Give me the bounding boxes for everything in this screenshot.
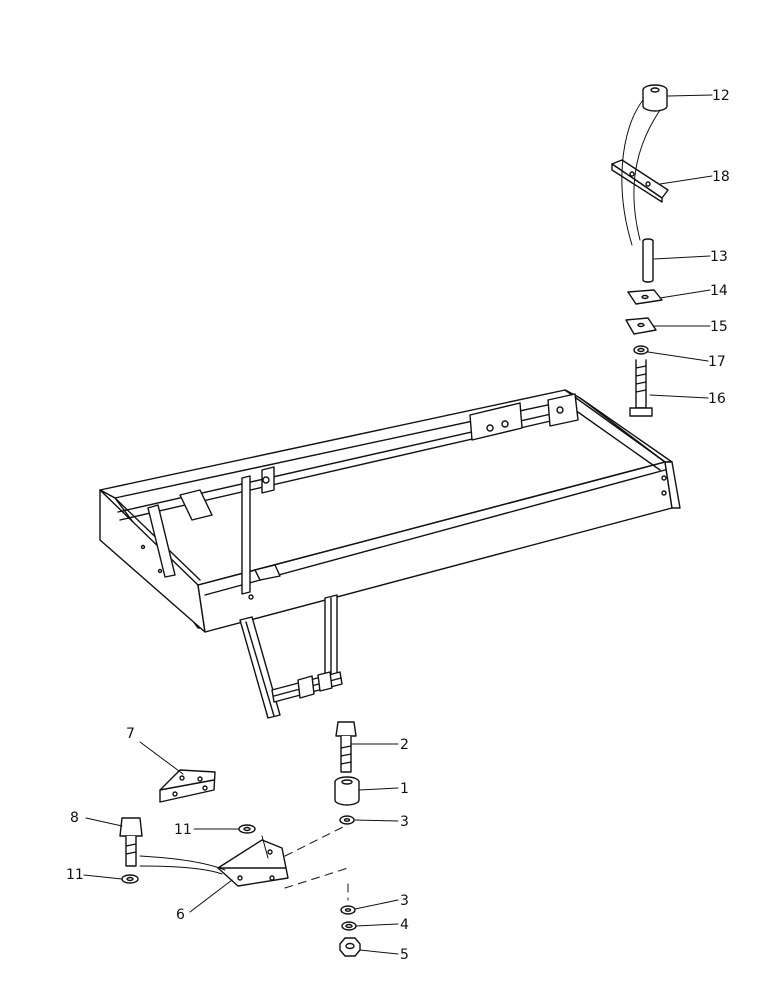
callout-17: 17 xyxy=(708,354,726,370)
leader-lines xyxy=(83,94,713,955)
part-1-mount xyxy=(334,776,360,806)
part-18-bracket xyxy=(611,159,669,203)
part-2-bolt xyxy=(335,721,357,773)
callout-14: 14 xyxy=(710,283,728,299)
callout-2: 2 xyxy=(400,737,409,753)
callout-18: 18 xyxy=(712,169,730,185)
part-6-bracket xyxy=(217,839,289,887)
callout-12: 12 xyxy=(712,88,730,104)
part-11-washer-upper xyxy=(238,824,256,834)
assembly-guide-line xyxy=(621,99,644,246)
part-8-bolt xyxy=(119,817,143,867)
part-17-washer xyxy=(633,345,649,355)
part-5-nut xyxy=(339,937,361,957)
callout-11-lower: 11 xyxy=(66,867,84,883)
part-13-pin xyxy=(642,238,654,283)
callout-15: 15 xyxy=(710,319,728,335)
callout-1: 1 xyxy=(400,781,409,797)
assembly-guide-line xyxy=(633,109,661,241)
part-14-plate xyxy=(627,289,663,305)
callout-3-upper: 3 xyxy=(400,814,409,830)
callout-8: 8 xyxy=(70,810,79,826)
part-3-washer-upper xyxy=(339,815,355,825)
main-frame xyxy=(99,389,681,719)
part-11-washer-lower xyxy=(121,874,139,884)
callout-5: 5 xyxy=(400,947,409,963)
part-12-bush xyxy=(642,84,668,112)
part-7-bracket xyxy=(159,769,216,803)
part-15-plate xyxy=(625,317,657,335)
part-3-washer-lower xyxy=(340,905,356,915)
callout-16: 16 xyxy=(708,391,726,407)
callout-6: 6 xyxy=(176,907,185,923)
callout-3-lower: 3 xyxy=(400,893,409,909)
assembly-guide-line xyxy=(261,835,269,859)
assembly-guide-line xyxy=(139,865,223,875)
callout-13: 13 xyxy=(710,249,728,265)
assembly-guide-line xyxy=(139,855,226,871)
callout-7: 7 xyxy=(126,726,135,742)
callout-4: 4 xyxy=(400,917,409,933)
callout-11-upper: 11 xyxy=(174,822,192,838)
part-16-bolt xyxy=(629,359,653,417)
part-4-washer xyxy=(341,921,357,931)
dashed-guide-line xyxy=(284,867,349,901)
callout-labels: 12 18 13 14 15 17 16 7 2 1 8 11 3 11 3 4… xyxy=(66,88,730,963)
dashed-guide-line xyxy=(284,825,346,857)
